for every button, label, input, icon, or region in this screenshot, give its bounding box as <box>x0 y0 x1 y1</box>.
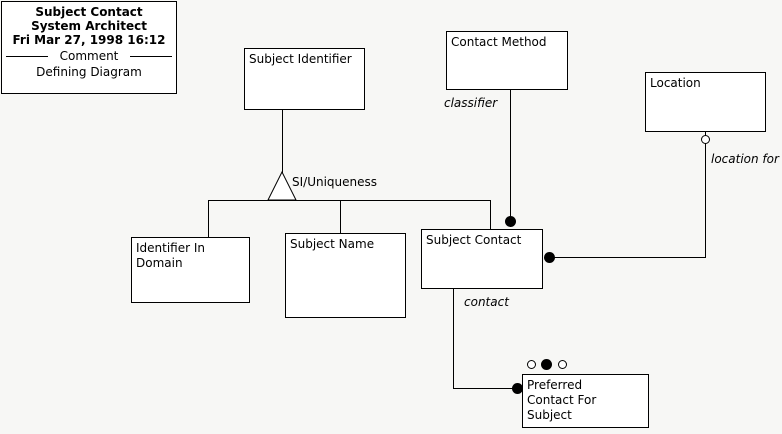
adornment-circle-preferred-right <box>558 360 567 369</box>
label-location-for: location for <box>711 152 779 166</box>
connector-location-vertical <box>705 132 706 257</box>
entity-preferred-contact-for-subject[interactable]: Preferred Contact For Subject <box>522 374 649 428</box>
label-classifier: classifier <box>444 96 498 110</box>
connector-bar-to-subject-name <box>340 200 341 233</box>
entity-subject-contact[interactable]: Subject Contact <box>421 229 543 289</box>
adornment-dot-preferred-center <box>541 359 552 370</box>
title-line-timestamp: Fri Mar 27, 1998 16:12 <box>12 33 166 47</box>
adornment-circle-location-start <box>701 135 710 144</box>
connector-bar-to-identifier-in-domain <box>208 200 209 237</box>
entity-subject-identifier[interactable]: Subject Identifier <box>244 48 365 110</box>
connector-subject-contact-to-preferred <box>453 388 523 389</box>
entity-contact-method[interactable]: Contact Method <box>446 31 568 90</box>
adornment-circle-preferred-left <box>527 360 536 369</box>
adornment-dot-contact-end <box>512 383 523 394</box>
comment-text: Defining Diagram <box>36 65 142 79</box>
generalization-triangle-icon <box>267 171 297 201</box>
adornment-dot-location-end <box>544 252 555 263</box>
connector-location-horizontal <box>551 257 706 258</box>
divider-right-rule <box>130 56 172 57</box>
adornment-dot-classifier-end <box>505 216 516 227</box>
connector-subject-identifier-to-triangle <box>282 110 283 173</box>
divider-left-rule <box>6 56 48 57</box>
connector-contact-method-to-subject-contact <box>510 90 511 227</box>
entity-identifier-in-domain[interactable]: Identifier In Domain <box>131 237 250 303</box>
connector-bar-to-subject-contact <box>490 200 491 229</box>
entity-subject-name[interactable]: Subject Name <box>285 233 406 318</box>
title-line-author: System Architect <box>31 19 147 33</box>
entity-location[interactable]: Location <box>645 72 766 132</box>
comment-section-divider: Comment <box>6 49 172 63</box>
comment-section-label: Comment <box>59 49 119 63</box>
generalization-bar <box>208 200 491 201</box>
title-comment-block: Subject Contact System Architect Fri Mar… <box>1 1 177 94</box>
label-contact: contact <box>464 295 509 309</box>
label-generalization: SI/Uniqueness <box>292 175 378 189</box>
title-line-subject: Subject Contact <box>35 5 143 19</box>
connector-subject-contact-down <box>453 288 454 388</box>
